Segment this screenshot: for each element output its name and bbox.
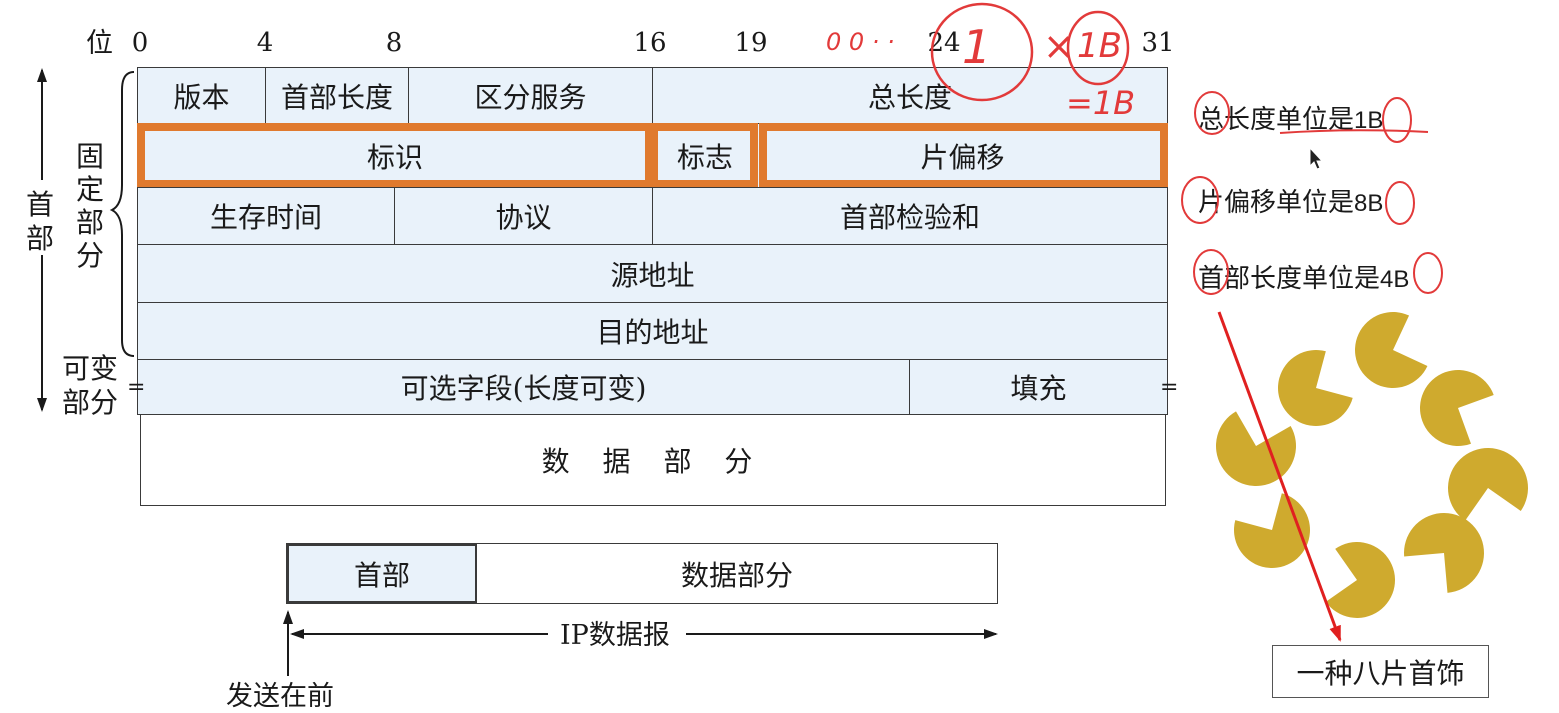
circle-unit-1b [1382,97,1412,143]
handwritten-equals-1b: =1B [1066,84,1136,122]
datagram-data: 数据部分 [476,543,998,604]
bit-tick-19: 19 [734,28,768,58]
fixed-part-brace [109,71,135,357]
flags-highlight [650,123,758,188]
field-header-length: 首部长度 [265,67,409,124]
ornament-caption: 一种八片首饰 [1272,645,1489,698]
field-flags: 标志 [652,123,758,188]
circle-note-total [1194,91,1230,135]
fragment-offset-highlight [759,123,1168,188]
field-protocol: 协议 [394,187,653,245]
underline-note-total [1279,129,1429,134]
handwritten-prefix: 0 0 · · [826,28,895,56]
field-diff-services: 区分服务 [408,67,653,124]
header-side-label: 首部 [26,188,55,255]
handwritten-one: 1 [962,20,992,74]
bit-tick-31: 31 [1141,28,1175,58]
variable-part-label: 可变部分 [62,352,119,419]
left-break-mark: = [127,375,145,400]
red-pointer-arrow [1217,311,1342,642]
field-checksum: 首部检验和 [652,187,1168,245]
note-header-length: 首部长度单位是4B [1198,264,1410,294]
field-options: 可选字段(长度可变) [137,359,910,415]
handwritten-1b: 1B [1077,26,1122,66]
field-version: 版本 [137,67,266,124]
send-first-label: 发送在前 [226,681,334,712]
bit-label: 位 [86,28,113,59]
handwritten-circle-1b [1066,10,1130,86]
fixed-part-label: 固定部分 [76,140,105,273]
field-total-length: 总长度 [652,67,1168,124]
right-break-mark: = [1160,375,1178,400]
data-section: 数 据 部 分 [140,414,1166,506]
circle-unit-8b [1385,181,1415,225]
circle-unit-4b [1413,252,1443,294]
bit-tick-8: 8 [385,28,403,58]
handwritten-circle-one [930,2,1034,102]
eight-petal-ornament [1216,312,1528,618]
circle-note-fragment [1181,176,1219,224]
field-source-address: 源地址 [137,244,1168,303]
circle-note-header [1193,249,1229,295]
bit-tick-0: 0 [131,28,149,58]
mouse-cursor-icon [1309,146,1324,170]
identification-highlight [137,123,653,188]
bit-tick-4: 4 [256,28,274,58]
bit-tick-16: 16 [633,28,667,58]
note-fragment-offset: 片偏移单位是8B [1198,188,1384,218]
ip-datagram-label: IP数据报 [552,622,678,649]
